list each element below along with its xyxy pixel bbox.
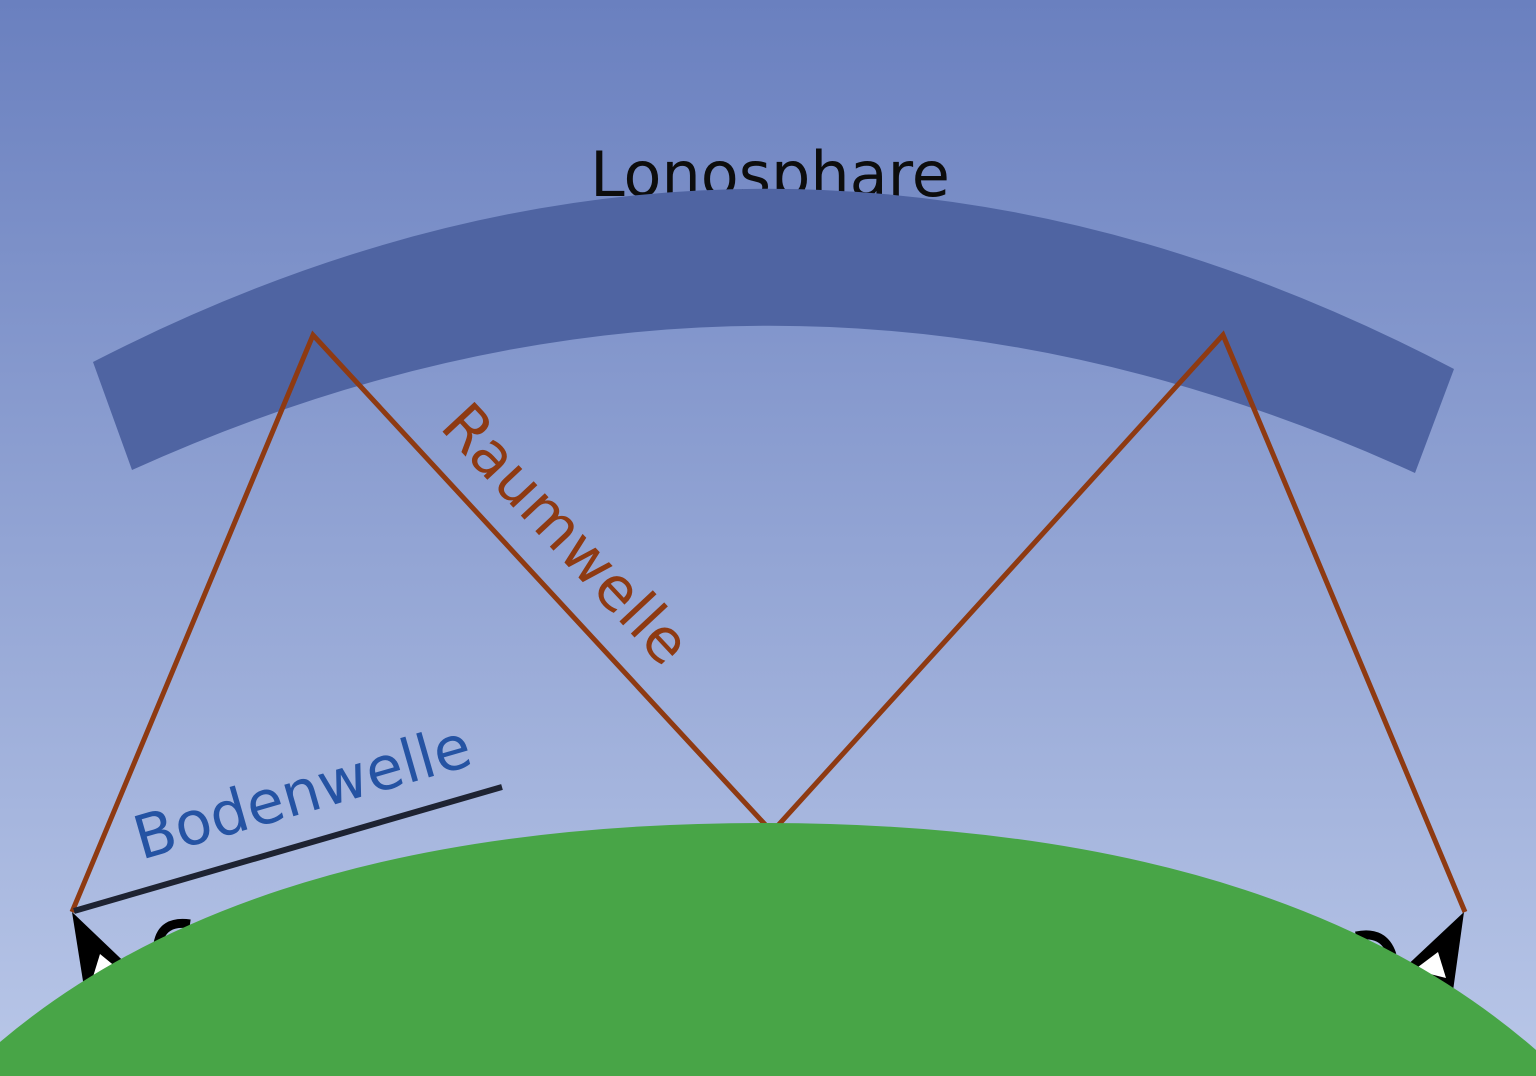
ionosphere-band: [93, 188, 1454, 473]
earth-surface: [0, 822, 1536, 1076]
ground-wave-line: [73, 784, 503, 914]
